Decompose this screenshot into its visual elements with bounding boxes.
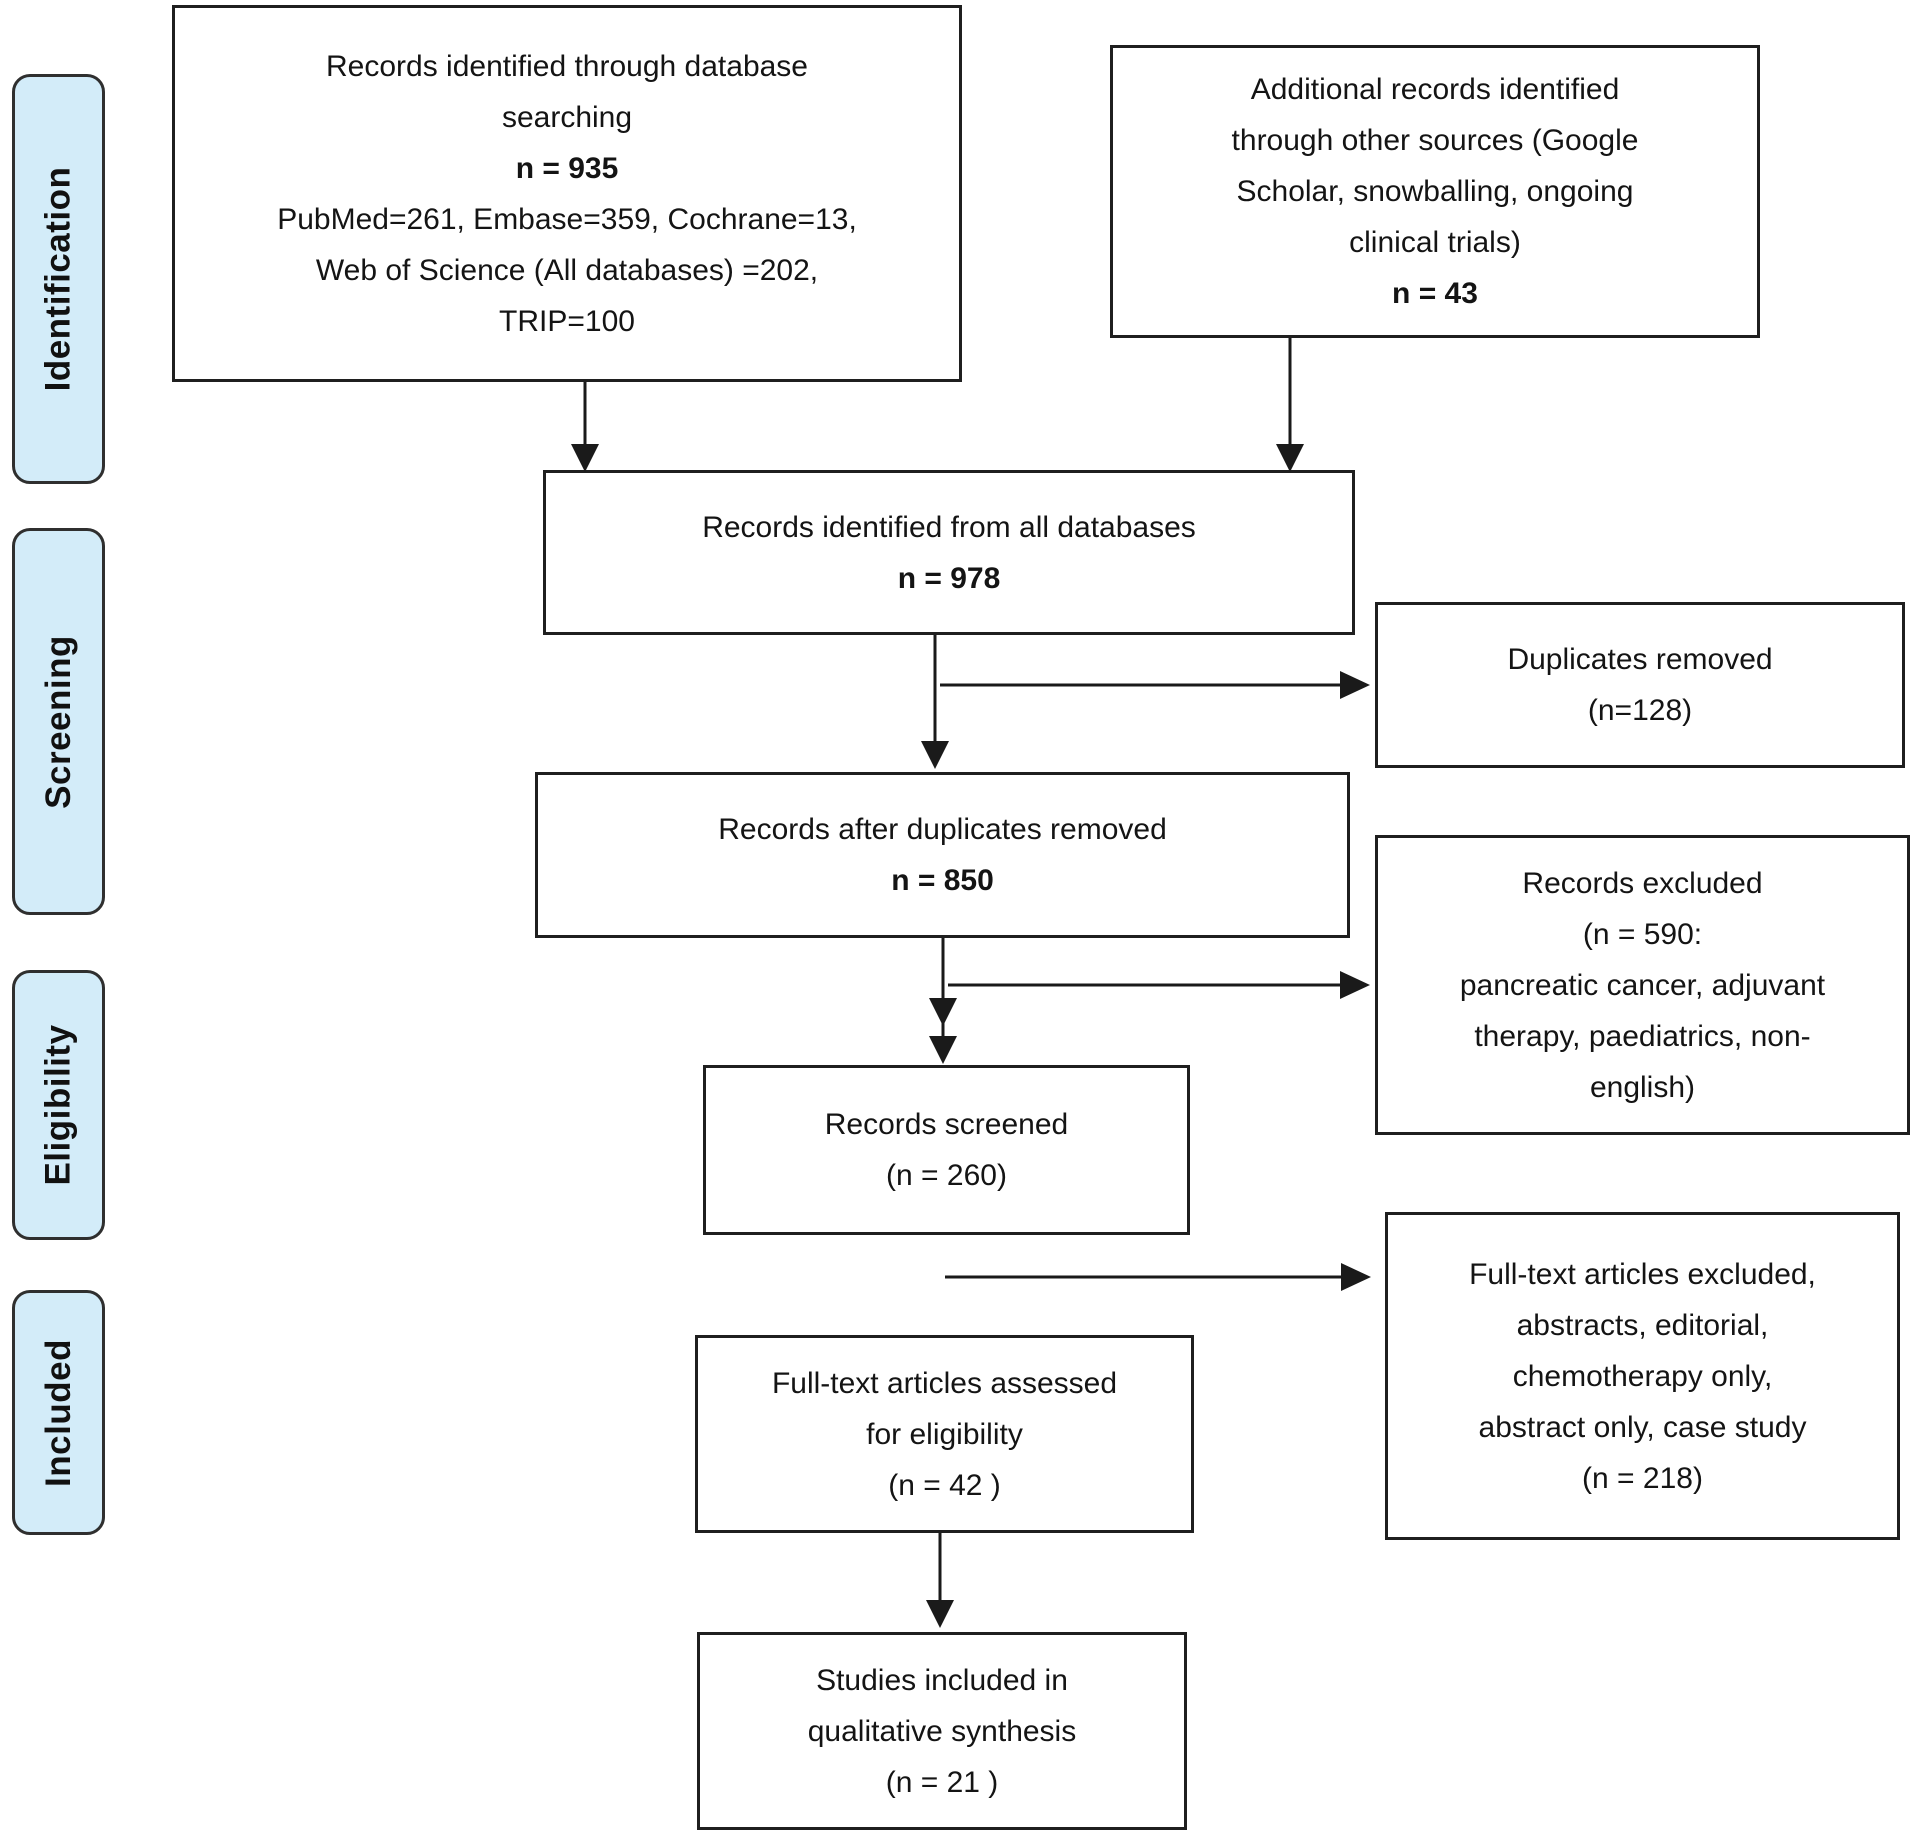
node-count: n = 978: [897, 561, 1001, 595]
node-title: Records excluded: [1522, 866, 1763, 900]
stage-eligibility-label: Eligibility: [38, 1024, 78, 1186]
node-fulltext-assessed: Full-text articles assessed for eligibil…: [695, 1335, 1194, 1533]
node-records-excluded: Records excluded (n = 590: pancreatic ca…: [1375, 835, 1910, 1135]
stage-screening-label: Screening: [38, 634, 78, 809]
node-fulltext-excluded: Full-text articles excluded, abstracts, …: [1385, 1212, 1900, 1540]
stage-included-label: Included: [38, 1338, 78, 1487]
stage-included: Included: [12, 1290, 105, 1535]
node-duplicates-removed: Duplicates removed (n=128): [1375, 602, 1905, 768]
node-title: Full-text articles assessed for eligibil…: [771, 1366, 1118, 1451]
stage-identification: Identification: [12, 74, 105, 484]
node-count: n = 935: [515, 151, 619, 185]
node-after-duplicates: Records after duplicates removed n = 850: [535, 772, 1350, 938]
node-title: Records screened: [824, 1108, 1069, 1141]
node-count: (n = 21 ): [885, 1765, 999, 1799]
node-count: (n = 260): [886, 1159, 1007, 1192]
arrow-branch-to-records-excluded: [948, 971, 1370, 999]
node-title: Studies included in qualitative synthesi…: [807, 1663, 1077, 1748]
node-count: n = 850: [891, 864, 994, 897]
node-database-searching: Records identified through database sear…: [172, 5, 962, 382]
node-count: (n = 42 ): [888, 1468, 1001, 1502]
arrow-all-records-to-after-duplicates: [921, 635, 949, 769]
arrow-other-sources-to-all-records: [1276, 338, 1304, 472]
node-detail: pancreatic cancer, adjuvant therapy, pae…: [1459, 968, 1826, 1104]
node-title: Records identified from all databases: [702, 510, 1196, 544]
node-count: (n = 590:: [1582, 917, 1703, 951]
node-count: n = 43: [1392, 277, 1478, 310]
arrow-assessed-to-synthesis: [926, 1533, 954, 1628]
node-title: Records after duplicates removed: [718, 813, 1167, 846]
node-title: Duplicates removed: [1507, 643, 1773, 676]
arrow-to-fulltext-excluded: [945, 1263, 1371, 1291]
node-other-sources: Additional records identified through ot…: [1110, 45, 1760, 338]
node-title: Records identified through database sear…: [326, 49, 808, 134]
arrow-branch-to-duplicates-removed: [940, 671, 1370, 699]
stage-identification-label: Identification: [38, 166, 78, 392]
node-title: Additional records identified through ot…: [1231, 73, 1639, 259]
node-all-records: Records identified from all databases n …: [543, 470, 1355, 635]
stage-screening: Screening: [12, 528, 105, 915]
node-count: (n = 218): [1582, 1461, 1703, 1495]
node-detail: PubMed=261, Embase=359, Cochrane=13, Web…: [277, 202, 857, 338]
node-title: Full-text articles excluded, abstracts, …: [1469, 1257, 1816, 1444]
stage-eligibility: Eligibility: [12, 970, 105, 1240]
node-qualitative-synthesis: Studies included in qualitative synthesi…: [697, 1632, 1187, 1830]
node-count: (n=128): [1587, 694, 1693, 727]
node-records-screened: Records screened (n = 260): [703, 1065, 1190, 1235]
arrow-after-duplicates-to-records-screened: [929, 938, 957, 1064]
arrow-db-search-to-all-records: [571, 382, 599, 472]
